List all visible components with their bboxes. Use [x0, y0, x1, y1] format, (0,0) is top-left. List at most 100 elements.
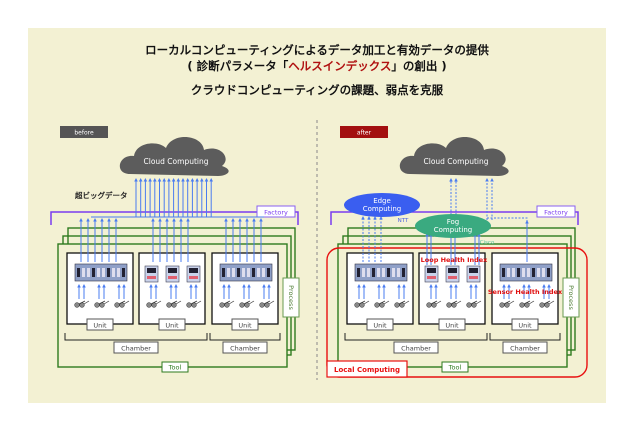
- unit-label-box: [86, 318, 114, 331]
- unit-frame: [138, 252, 206, 325]
- bigdata-arrow-head: [167, 178, 171, 182]
- sensor-pair-icon: [446, 300, 462, 308]
- chamber-label-box: [393, 341, 439, 354]
- sensor-health-path: [487, 217, 528, 262]
- controller-display: [427, 268, 436, 273]
- sensor-cable: [383, 300, 390, 305]
- device-slot: [222, 268, 225, 277]
- sensor-arrow-head: [429, 284, 433, 288]
- unit-data-arrow-head: [179, 218, 183, 222]
- cloud-computing: [119, 136, 229, 176]
- sensor-arrow-head: [222, 284, 226, 288]
- unit-data-arrow-head: [151, 218, 155, 222]
- sensor-pair-icon: [539, 300, 555, 308]
- sensor-pair-icon: [219, 300, 235, 308]
- device-slot: [97, 268, 100, 277]
- device-slot: [527, 268, 530, 277]
- device-slot: [107, 268, 110, 277]
- unit-label: Unit: [373, 322, 387, 330]
- device-slot: [382, 268, 385, 277]
- bigdata-arrow-head: [148, 178, 152, 182]
- sensor-arrow-head: [542, 284, 546, 288]
- bigdata-arrow-head: [200, 178, 204, 182]
- sensor-cable: [403, 300, 410, 305]
- unit-data-arrow-head: [100, 218, 104, 222]
- sensor-pair-icon: [166, 300, 182, 308]
- device-slot: [232, 268, 235, 277]
- chamber-bracket: [344, 333, 488, 341]
- unit-label: Unit: [238, 322, 252, 330]
- controller-buttons: [427, 276, 436, 279]
- cloud-arrow-head: [485, 178, 489, 182]
- sensor-cable: [103, 300, 110, 305]
- unit-data-arrow-head: [79, 218, 83, 222]
- sensor-icon: [94, 302, 100, 308]
- chamber-label: Chamber: [121, 345, 151, 353]
- sensor-icon: [146, 302, 152, 308]
- sensor-cable: [475, 300, 482, 305]
- title-line-2-post: 」の創出 ): [391, 59, 447, 73]
- process-label: Process: [567, 285, 575, 310]
- fog-label-2: Computing: [434, 226, 472, 234]
- cloud-label: Cloud Computing: [144, 157, 209, 166]
- sensor-icon: [186, 302, 192, 308]
- sensor-icon: [219, 302, 225, 308]
- plc-device: [354, 263, 408, 282]
- controller-display: [168, 268, 177, 273]
- sensor-cable: [543, 300, 551, 305]
- process-label-box: [562, 277, 580, 318]
- sensor-pair-icon: [259, 300, 275, 308]
- title-line-1: ローカルコンピューティングによるデータ加工と有効データの提供: [145, 43, 489, 57]
- unit-data-arrow-head: [186, 218, 190, 222]
- device-slot: [112, 268, 115, 277]
- sensor-cable: [263, 300, 271, 305]
- process-label: Process: [287, 285, 295, 310]
- sensor-arrow-head: [154, 284, 158, 288]
- device-slot: [82, 268, 85, 277]
- plc-device: [499, 263, 553, 282]
- sensor-arrow-head: [174, 284, 178, 288]
- device-slot: [402, 268, 405, 277]
- sensor-arrow-head: [82, 284, 86, 288]
- device-slot: [227, 268, 230, 277]
- unit-label: Unit: [93, 322, 107, 330]
- cloud-arrow-head: [490, 178, 494, 182]
- sensor-icon: [354, 302, 360, 308]
- sensor-arrow-head: [97, 284, 101, 288]
- sensor-icon: [426, 302, 432, 308]
- sensor-pair-icon: [394, 300, 410, 308]
- unit-data-arrow-head: [93, 218, 97, 222]
- sensor-cable: [175, 300, 182, 305]
- controller-device: [165, 265, 180, 283]
- after-label: after: [357, 130, 372, 137]
- controller-buttons: [168, 276, 177, 279]
- factory-boundary: [50, 211, 299, 225]
- sensor-arrow-head: [149, 284, 153, 288]
- sensor-cable: [228, 300, 235, 305]
- edge-arrow-head: [379, 216, 383, 220]
- bigdata-arrow-head: [185, 178, 190, 182]
- sensor-arrow-head: [547, 284, 551, 288]
- fog-vendor: Cisco: [480, 240, 495, 246]
- sensor-pair-icon: [146, 300, 162, 308]
- fog-label-1: Fog: [447, 218, 460, 226]
- chamber-bracket: [489, 333, 561, 341]
- fog-computing-node: [415, 214, 491, 238]
- sensor-arrow-head: [77, 284, 81, 288]
- sensor-pair-icon: [466, 300, 482, 308]
- sensor-cable: [268, 300, 275, 305]
- sensor-arrow-head: [357, 284, 361, 288]
- sensor-pair-icon: [426, 300, 442, 308]
- device-slot: [512, 268, 515, 277]
- device-slot: [532, 268, 535, 277]
- title-line-2: ( 診断パラメータ「ヘルスインデックス」の創出 ): [0, 58, 634, 74]
- sensor-cable: [98, 300, 106, 305]
- device-slot: [122, 268, 125, 277]
- device-slot: [362, 268, 365, 277]
- sensor-icon: [259, 302, 265, 308]
- sensor-arrow-head: [397, 284, 401, 288]
- device-slot: [252, 268, 255, 277]
- chamber-label-box: [113, 341, 159, 354]
- unit-frame: [66, 252, 134, 325]
- sensor-cable: [398, 300, 406, 305]
